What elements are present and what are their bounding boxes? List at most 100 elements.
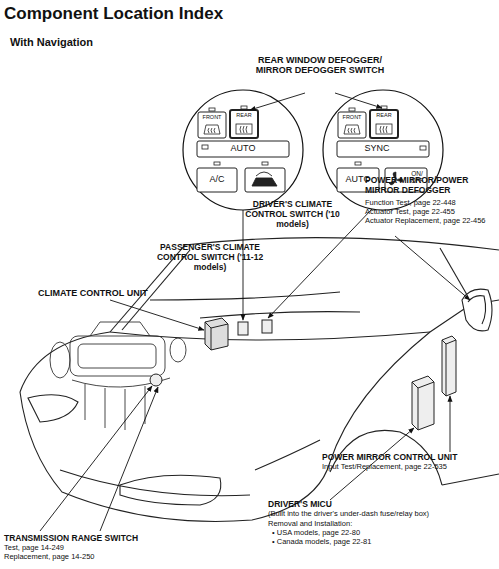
- leader-line: [243, 210, 244, 320]
- power-mirror-control-unit: [442, 340, 456, 396]
- part-name: PASSENGER'S CLIMATE CONTROL SWITCH ('11-…: [156, 243, 264, 272]
- page-reference: • Canada models, page 22-81: [272, 538, 371, 547]
- car-outline: [442, 474, 499, 485]
- switch-symbol: [238, 322, 248, 335]
- note: (Built into the driver's under-dash fuse…: [268, 510, 429, 519]
- car-outline: [255, 440, 320, 470]
- button-label: FRONT: [338, 114, 366, 120]
- part-name: POWER MIRROR CONTROL UNIT: [322, 453, 457, 463]
- car-outline: [330, 305, 470, 462]
- leader-line: [110, 300, 204, 330]
- recirculation-icon: [252, 178, 277, 186]
- page-reference: Function Test, page 22-448: [365, 199, 456, 208]
- micu-box: [412, 382, 434, 430]
- panel-button: [370, 110, 398, 138]
- defogger-icon: [348, 128, 355, 133]
- engine: [70, 336, 165, 376]
- button-label: REAR: [230, 112, 258, 118]
- switch-symbol: [238, 320, 272, 335]
- car-outline: [440, 248, 470, 300]
- panel-button: [197, 168, 237, 192]
- car-outline: [20, 332, 110, 392]
- panel-button: [198, 112, 226, 138]
- indicator-light: [202, 106, 426, 165]
- power-mirror-control-unit: [442, 336, 456, 396]
- transmission-range-switch: [150, 374, 162, 386]
- panel-button: [197, 141, 289, 157]
- leader-line: [40, 93, 470, 531]
- detail-circle: [183, 90, 303, 210]
- defogger-icon: [204, 125, 220, 134]
- indicator-light: [214, 162, 220, 165]
- car-outline: [120, 475, 221, 505]
- leader-line: [395, 236, 470, 300]
- leader-line: [40, 386, 152, 531]
- page-reference: • USA models, page 22-80: [272, 529, 360, 538]
- car-outline: [20, 238, 499, 522]
- page-reference: Actuator Test, page 22-455: [365, 208, 455, 217]
- indicator-light: [241, 106, 247, 109]
- page-reference: Removal and Installation:: [268, 520, 352, 529]
- engine: [170, 338, 186, 362]
- leader-line: [335, 93, 382, 108]
- panel-button: [230, 110, 258, 138]
- leader-line: [100, 387, 158, 531]
- defogger-icon: [380, 126, 387, 133]
- panel-button: [338, 112, 366, 138]
- car-outline: [28, 395, 78, 422]
- page-reference: Actuator Replacement, page 22-456: [365, 217, 486, 226]
- mirror: [468, 296, 486, 324]
- leader-line: [450, 396, 451, 452]
- part-name: DRIVER'S CLIMATE CONTROL SWITCH ('10 mod…: [240, 200, 345, 229]
- climate-control-unit: [205, 322, 228, 350]
- page-reference: Test, page 14-249: [4, 544, 64, 553]
- page-title: Component Location Index: [4, 4, 223, 24]
- indicator-light: [420, 146, 426, 150]
- switch-symbol: [262, 320, 272, 333]
- defogger-icon: [376, 124, 392, 134]
- engine: [90, 322, 150, 336]
- part-name: DRIVER'S MICU: [268, 500, 332, 510]
- climate-control-unit: [205, 318, 228, 350]
- part-name: TRANSMISSION RANGE SWITCH: [4, 534, 138, 544]
- mirror: [462, 289, 492, 331]
- button-label: SYNC: [337, 143, 417, 153]
- part-name: POWER MIRROR/POWER MIRROR DEFOGGER: [365, 176, 477, 196]
- indicator-light: [355, 162, 361, 165]
- button-label: A/C: [197, 174, 237, 184]
- engine: [50, 342, 70, 378]
- transmission-range-switch: [150, 374, 162, 386]
- engine: [78, 344, 156, 368]
- indicator-light: [202, 145, 208, 149]
- defogger-icon: [240, 126, 247, 133]
- indicator-light: [349, 108, 355, 111]
- button-label: REAR: [370, 112, 398, 118]
- part-name: CLIMATE CONTROL UNIT: [38, 288, 148, 298]
- climate-control-unit: [205, 318, 228, 350]
- page-reference: Input Test/Replacement, page 22-535: [322, 463, 447, 472]
- defogger-icon: [208, 128, 215, 133]
- engine: [50, 322, 186, 430]
- micu-box: [412, 376, 434, 430]
- defogger-icon: [236, 124, 252, 134]
- subtitle: With Navigation: [10, 36, 93, 49]
- panel-button: [245, 168, 285, 192]
- defogger-icon: [204, 124, 392, 134]
- car-outline: [150, 292, 340, 300]
- indicator-light: [262, 162, 268, 165]
- callout-label: REAR WINDOW DEFOGGER/ MIRROR DEFOGGER SW…: [250, 55, 390, 76]
- leader-line: [250, 93, 305, 110]
- power-mirror-control-unit: [442, 336, 456, 396]
- recirculation-icon: [252, 172, 277, 186]
- panel-button: [337, 141, 429, 157]
- indicator-light: [209, 108, 215, 111]
- button-label: FRONT: [198, 114, 226, 120]
- recirculation-icon: [256, 172, 272, 176]
- mirror: [462, 289, 492, 331]
- page-reference: Replacement, page 14-250: [4, 553, 94, 562]
- button-label: AUTO: [197, 143, 289, 153]
- micu-box: [412, 376, 434, 430]
